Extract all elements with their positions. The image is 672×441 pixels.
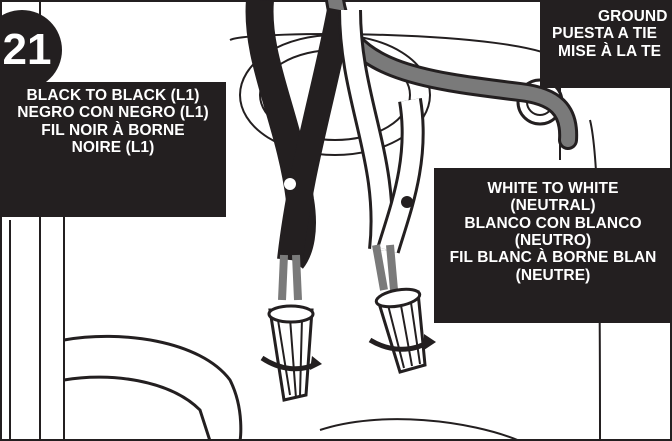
step-number: 21 <box>3 25 52 74</box>
label-white-line-3: BLANCO CON BLANCO <box>440 215 666 232</box>
label-white-line-2: (NEUTRAL) <box>440 197 666 214</box>
label-ground: GROUND PUESTA A TIE MISE À LA TE <box>540 0 672 88</box>
label-white-line-1: WHITE TO WHITE <box>440 180 666 197</box>
black-wire-marker <box>284 178 296 190</box>
label-black-line-1: BLACK TO BLACK (L1) <box>6 87 220 104</box>
label-ground-line-2: PUESTA A TIE <box>552 25 666 42</box>
label-black-to-black: BLACK TO BLACK (L1) NEGRO CON NEGRO (L1)… <box>0 82 226 217</box>
label-black-line-4: NOIRE (L1) <box>6 139 220 156</box>
label-white-line-4: (NEUTRO) <box>440 232 666 249</box>
label-black-line-2: NEGRO CON NEGRO (L1) <box>6 104 220 121</box>
label-white-to-white: WHITE TO WHITE (NEUTRAL) BLANCO CON BLAN… <box>434 168 672 323</box>
label-ground-line-3: MISE À LA TE <box>552 43 666 60</box>
label-white-line-6: (NEUTRE) <box>440 267 666 284</box>
white-wire-marker <box>401 196 413 208</box>
label-ground-line-1: GROUND <box>552 8 666 25</box>
label-black-line-3: FIL NOIR À BORNE <box>6 122 220 139</box>
label-white-line-5: FIL BLANC À BORNE BLAN <box>440 249 666 266</box>
